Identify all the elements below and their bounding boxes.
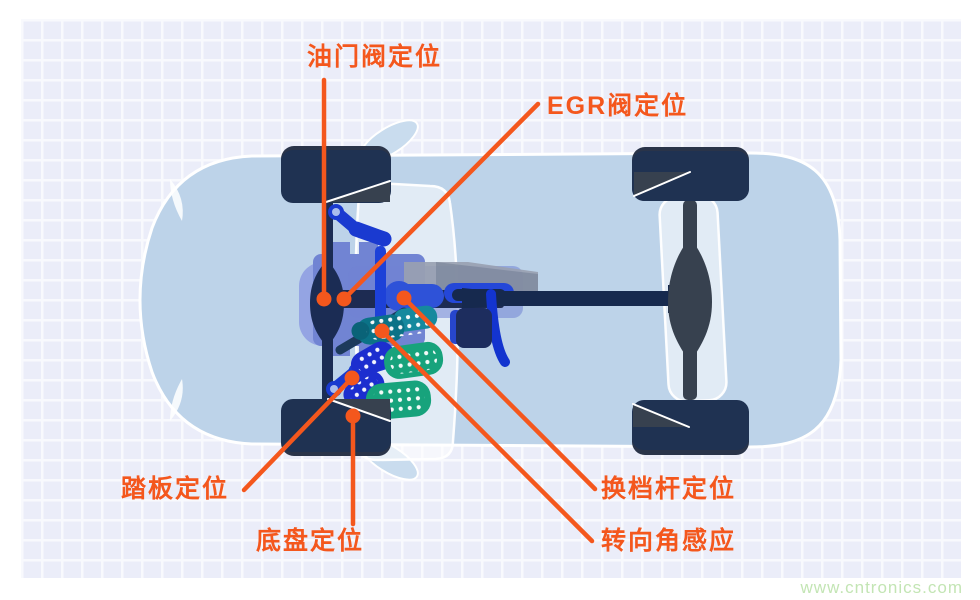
headlight-accent-lower	[170, 379, 183, 421]
control-arm-upper	[328, 204, 392, 247]
transmission	[336, 262, 538, 318]
callout-line-steering-angle	[379, 328, 595, 544]
label-pedal-position: 踏板定位	[121, 475, 230, 503]
headlight-accent-upper	[170, 179, 183, 221]
wheel-front-lower	[281, 398, 391, 456]
callout-dot-egr-valve	[336, 291, 352, 307]
label-egr-valve-position: EGR阀定位	[547, 92, 689, 120]
wheel-rear-upper	[632, 147, 749, 201]
exhaust-pipe	[486, 289, 510, 367]
callout-dot-throttle-valve	[316, 291, 332, 307]
rear-axle	[668, 200, 712, 400]
callout-line-egr-valve	[341, 101, 541, 302]
callout-dot-steering-angle	[374, 323, 390, 339]
gearbox-housing	[450, 308, 492, 348]
callout-dot-shift-lever	[396, 290, 412, 306]
label-shift-lever-position: 换档杆定位	[601, 475, 737, 503]
callout-dot-chassis	[345, 408, 361, 424]
watermark: www.cntronics.com	[800, 578, 963, 597]
callout-line-pedal	[241, 375, 355, 493]
wheel-front-upper	[281, 146, 391, 203]
label-throttle-valve-position: 油门阀定位	[307, 43, 443, 71]
label-chassis-position: 底盘定位	[256, 527, 365, 555]
callout-dot-pedal	[344, 370, 360, 386]
label-steering-angle-sensing: 转向角感应	[601, 527, 737, 555]
callout-lines	[241, 77, 598, 544]
wheel-rear-lower	[632, 400, 749, 455]
callout-line-shift-lever	[401, 295, 598, 492]
